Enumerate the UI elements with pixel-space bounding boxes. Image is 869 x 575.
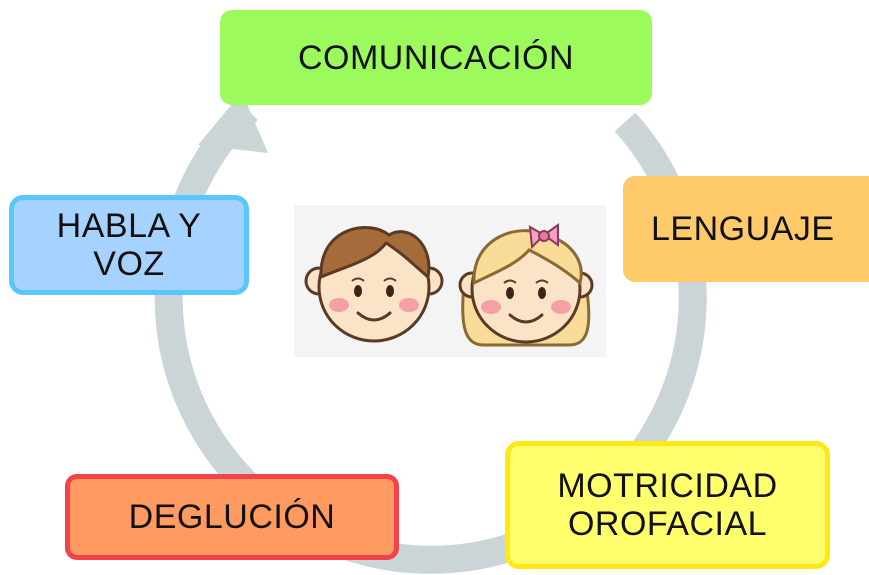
- node-deglucion: DEGLUCIÓN: [65, 474, 399, 560]
- node-habla-voz-label: HABLA Y VOZ: [56, 207, 202, 283]
- node-comunicacion: COMUNICACIÓN: [220, 10, 652, 105]
- hair-bow-icon: [528, 223, 559, 250]
- node-motricidad-orofacial: MOTRICIDAD OROFACIAL: [505, 441, 830, 569]
- node-habla-y-voz: HABLA Y VOZ: [9, 195, 249, 295]
- boy-face-icon: [304, 226, 444, 343]
- node-deglucion-label: DEGLUCIÓN: [128, 498, 336, 536]
- cycle-arrowhead: [198, 92, 268, 153]
- node-lenguaje: LENGUAJE: [623, 176, 869, 282]
- node-motricidad-label: MOTRICIDAD OROFACIAL: [557, 467, 778, 543]
- node-lenguaje-label: LENGUAJE: [651, 210, 835, 248]
- children-faces-image: [294, 205, 606, 362]
- node-comunicacion-label: COMUNICACIÓN: [297, 38, 575, 77]
- girl-face-icon: [458, 223, 594, 347]
